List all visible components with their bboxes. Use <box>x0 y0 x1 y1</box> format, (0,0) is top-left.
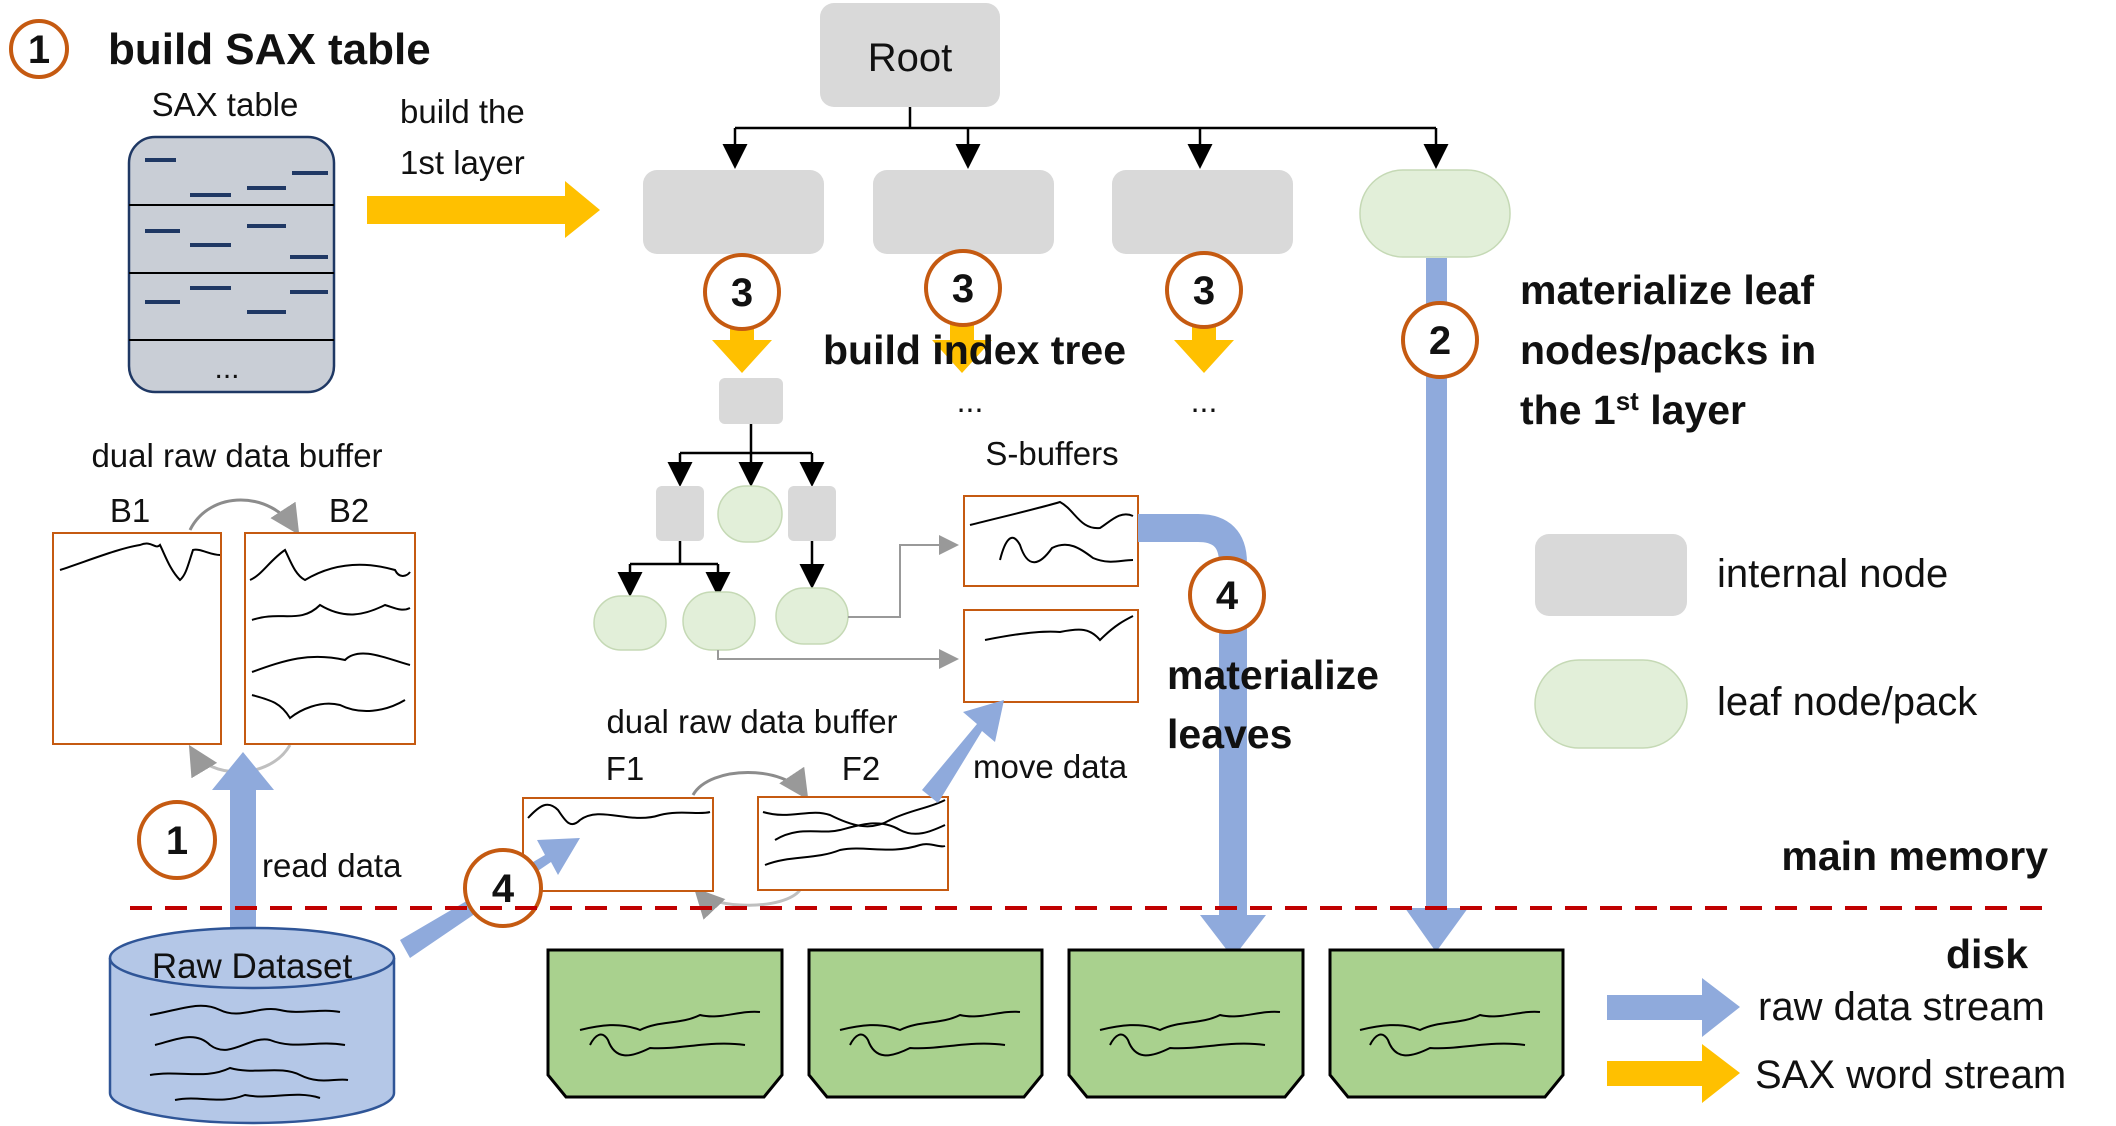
disk-block-1 <box>546 948 784 1099</box>
buffer-f2-label: F2 <box>842 750 881 787</box>
materialize-leaf-nodes-line3: the 1st layer <box>1520 386 1746 433</box>
legend-raw-stream-arrow <box>1607 978 1740 1037</box>
tree-ellipsis-2: ... <box>957 383 984 419</box>
buffer-b-swap-arrow-top <box>188 498 300 536</box>
disk-block-3 <box>1067 948 1305 1099</box>
subtree-internal-node <box>719 378 783 424</box>
subtree-leaf-node-3 <box>775 587 849 645</box>
buffer-b2-label: B2 <box>329 492 369 529</box>
buffer-b1-label: B1 <box>110 492 150 529</box>
legend-internal-node-swatch <box>1535 534 1687 616</box>
legend-leaf-node-label: leaf node/pack <box>1717 680 1978 724</box>
dual-buffer-b-title: dual raw data buffer <box>91 437 382 474</box>
raw-stream-arrow-leaf-head <box>1405 908 1468 952</box>
build-first-layer-line2: 1st layer <box>400 144 525 181</box>
disk-label: disk <box>1946 931 2028 977</box>
svg-text:1: 1 <box>28 28 50 72</box>
materialize-leaf-nodes-line2: nodes/packs in <box>1520 327 1816 373</box>
svg-text:Root: Root <box>868 36 953 80</box>
subtree-internal-node-right <box>788 486 836 541</box>
legend-raw-stream-label: raw data stream <box>1758 985 2045 1029</box>
disk-block-2 <box>807 948 1044 1099</box>
buffer-f1-label: F1 <box>606 750 645 787</box>
root-node: Root <box>820 3 1000 107</box>
step3-badge-2: 3 <box>924 249 1002 327</box>
svg-text:4: 4 <box>492 867 515 911</box>
step2-badge: 2 <box>1401 301 1479 379</box>
read-data-label: read data <box>262 847 402 884</box>
root-connectors <box>722 107 1449 169</box>
tree-ellipsis-3: ... <box>1191 383 1218 419</box>
dual-buffer-f-title: dual raw data buffer <box>606 703 897 740</box>
raw-dataset-cylinder: Raw Dataset <box>108 926 396 1125</box>
sax-stream-arrow-tree-2 <box>932 322 992 373</box>
materialize-leaves-line1: materialize <box>1167 652 1379 698</box>
subtree-leaf-node-mid <box>717 485 783 543</box>
sax-stream-arrow-tree-1 <box>712 322 772 373</box>
subtree-leaf-node-2 <box>682 591 756 651</box>
buffer-f-swap-arrow-bottom <box>693 887 802 920</box>
svg-text:3: 3 <box>952 267 974 311</box>
svg-text:4: 4 <box>1216 574 1239 618</box>
sax-stream-arrow-tree-3 <box>1174 322 1234 373</box>
leaf-node-first-layer <box>1359 169 1511 258</box>
move-data-label: move data <box>973 748 1128 785</box>
step3-badge-3: 3 <box>1165 251 1243 329</box>
subtree-leaf-node-1 <box>593 595 667 651</box>
main-memory-label: main memory <box>1781 833 2048 879</box>
legend-sax-stream-label: SAX word stream <box>1755 1053 2066 1097</box>
internal-node-2 <box>873 170 1054 254</box>
subtree-connectors <box>617 424 825 597</box>
raw-stream-arrow-move-data <box>922 700 1004 803</box>
buffer-b1 <box>52 532 222 745</box>
legend-leaf-node-swatch <box>1534 659 1688 749</box>
svg-text:2: 2 <box>1429 319 1451 363</box>
internal-node-3 <box>1112 170 1293 254</box>
materialize-leaves-line2: leaves <box>1167 711 1292 757</box>
s-buffer-1 <box>963 495 1139 587</box>
svg-text:3: 3 <box>1193 269 1215 313</box>
s-buffer-2 <box>963 609 1139 703</box>
sax-stream-arrow-1 <box>367 181 600 238</box>
build-first-layer-line1: build the <box>400 93 525 130</box>
sbuffer-connectors <box>717 535 959 669</box>
svg-text:1: 1 <box>166 819 188 863</box>
step1-badge-read: 1 <box>137 800 217 880</box>
s-buffers-label: S-buffers <box>985 435 1118 472</box>
buffer-b2 <box>244 532 416 745</box>
step4-badge-read: 4 <box>463 848 543 928</box>
build-index-tree-label: build index tree <box>823 327 1126 373</box>
buffer-f2 <box>757 796 949 891</box>
legend-sax-stream-arrow <box>1607 1044 1740 1103</box>
raw-stream-arrow-materialize-head <box>1200 915 1266 958</box>
sax-table-ellipsis: ... <box>214 352 239 385</box>
disk-block-4 <box>1328 948 1565 1099</box>
step3-badge-1: 3 <box>703 253 781 331</box>
step4-badge-materialize: 4 <box>1188 556 1266 634</box>
svg-text:3: 3 <box>731 271 753 315</box>
subtree-internal-node-left <box>656 486 704 541</box>
step1-title: build SAX table <box>108 25 431 74</box>
step1-badge: 1 <box>9 19 69 79</box>
sax-table-label: SAX table <box>152 86 299 123</box>
buffer-f-swap-arrow-top <box>691 766 809 800</box>
materialize-leaf-nodes-line1: materialize leaf <box>1520 267 1814 313</box>
legend-internal-node-label: internal node <box>1717 552 1948 596</box>
raw-stream-arrow-read-data <box>212 752 274 930</box>
raw-stream-arrow-leaf-shaft <box>1426 258 1447 918</box>
raw-dataset-label: Raw Dataset <box>152 947 353 986</box>
sax-table: ... <box>127 135 336 394</box>
internal-node-1 <box>643 170 824 254</box>
